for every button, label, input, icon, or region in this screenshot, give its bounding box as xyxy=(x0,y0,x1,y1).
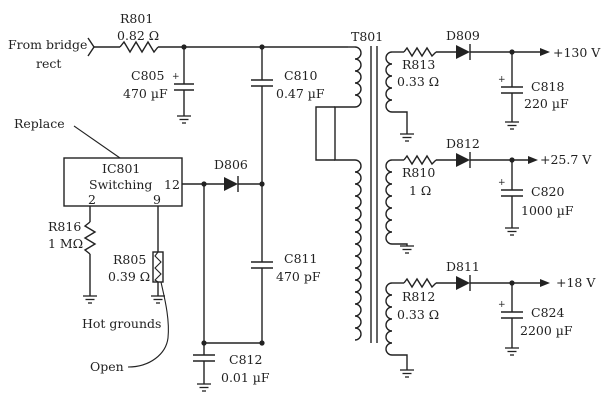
c818-ref: C818 xyxy=(531,79,564,94)
c805-capacitor xyxy=(174,83,194,91)
ic801-function: Switching xyxy=(89,177,152,192)
input-terminal xyxy=(87,37,95,57)
open-leader xyxy=(127,281,169,368)
input-label-line1: From bridge xyxy=(8,37,87,52)
c818-polarity: + xyxy=(498,75,506,85)
v18-output: +18 V xyxy=(556,275,596,290)
c820-polarity: + xyxy=(498,178,506,188)
r805-ground-icon xyxy=(150,295,166,304)
replace-label: Replace xyxy=(14,116,65,131)
c820-ground-icon xyxy=(504,227,520,236)
c805-ground-icon xyxy=(176,115,192,124)
v18-arrow-icon xyxy=(540,279,550,287)
c818-value: 220 µF xyxy=(524,96,569,111)
replace-leader xyxy=(73,125,121,159)
sec2-ground-icon xyxy=(399,245,415,254)
c824-polarity: + xyxy=(498,300,506,310)
r805-value: 0.39 Ω xyxy=(108,269,150,284)
c824-value: 2200 µF xyxy=(520,323,573,338)
r816-value: 1 MΩ xyxy=(48,236,83,251)
t801-tap-link xyxy=(315,106,335,161)
c820-ref: C820 xyxy=(531,184,564,199)
c805-value: 470 µF xyxy=(123,86,168,101)
v130-output: +130 V xyxy=(553,45,601,60)
d811-diode xyxy=(456,275,471,291)
r801-ref: R801 xyxy=(120,11,153,26)
t801-secondary-3 xyxy=(385,282,408,370)
r812-resistor xyxy=(403,277,437,289)
c818-capacitor xyxy=(501,86,523,94)
ic801-pin-9: 9 xyxy=(153,192,161,207)
c811-ref: C811 xyxy=(284,251,317,266)
r816-ref: R816 xyxy=(48,219,81,234)
c811-capacitor xyxy=(251,261,273,269)
c805-ref: C805 xyxy=(131,68,164,83)
r816-ground-icon xyxy=(82,295,98,304)
r813-resistor xyxy=(403,46,437,58)
c824-capacitor xyxy=(501,311,523,319)
c810-capacitor xyxy=(251,79,273,87)
c818-ground-icon xyxy=(504,121,520,130)
hot-grounds-label: Hot grounds xyxy=(82,316,161,331)
r813-ref: R813 xyxy=(402,57,435,72)
c824-ref: C824 xyxy=(531,305,564,320)
d812-diode xyxy=(456,152,471,168)
r805-ref: R805 xyxy=(113,252,146,267)
c824-ground-icon xyxy=(504,347,520,356)
d809-ref: D809 xyxy=(446,28,480,43)
d812-ref: D812 xyxy=(446,136,480,151)
r810-resistor xyxy=(403,154,437,166)
input-label-line2: rect xyxy=(36,56,61,71)
c805-polarity: + xyxy=(172,72,180,82)
c810-value: 0.47 µF xyxy=(276,86,325,101)
c810-ref: C810 xyxy=(284,68,317,83)
d806-ref: D806 xyxy=(214,157,248,172)
c811-value: 470 pF xyxy=(276,269,321,284)
r813-value: 0.33 Ω xyxy=(397,74,439,89)
r812-value: 0.33 Ω xyxy=(397,307,439,322)
v25-arrow-icon xyxy=(528,156,538,164)
t801-secondary-2 xyxy=(385,159,408,246)
r810-ref: R810 xyxy=(402,165,435,180)
r801-resistor xyxy=(119,40,159,54)
t801-core xyxy=(370,46,378,343)
ic801-pin-2: 2 xyxy=(88,192,96,207)
d806-diode xyxy=(224,176,239,192)
ic801-pin-12: 12 xyxy=(164,177,180,192)
t801-ref: T801 xyxy=(351,29,383,44)
d809-diode xyxy=(456,44,471,60)
ic801-ref: IC801 xyxy=(102,161,140,176)
c820-capacitor xyxy=(501,189,523,197)
r810-value: 1 Ω xyxy=(409,183,431,198)
c812-ground-icon xyxy=(196,383,212,392)
c820-value: 1000 µF xyxy=(521,203,574,218)
d811-ref: D811 xyxy=(446,259,480,274)
c812-ref: C812 xyxy=(229,352,262,367)
v25-output: +25.7 V xyxy=(540,152,592,167)
r816-resistor xyxy=(83,221,97,255)
ic801-box xyxy=(63,157,183,207)
sec3-ground-icon xyxy=(399,369,415,378)
c812-capacitor xyxy=(193,354,215,362)
t801-secondary-1 xyxy=(385,51,408,134)
v130-arrow-icon xyxy=(540,48,550,56)
r812-ref: R812 xyxy=(402,289,435,304)
t801-primary-winding xyxy=(334,46,362,341)
c812-value: 0.01 µF xyxy=(221,370,270,385)
sec1-ground-icon xyxy=(399,133,415,142)
r805-resistor xyxy=(152,251,164,283)
open-label: Open xyxy=(90,359,124,374)
r801-value: 0.82 Ω xyxy=(117,28,159,43)
